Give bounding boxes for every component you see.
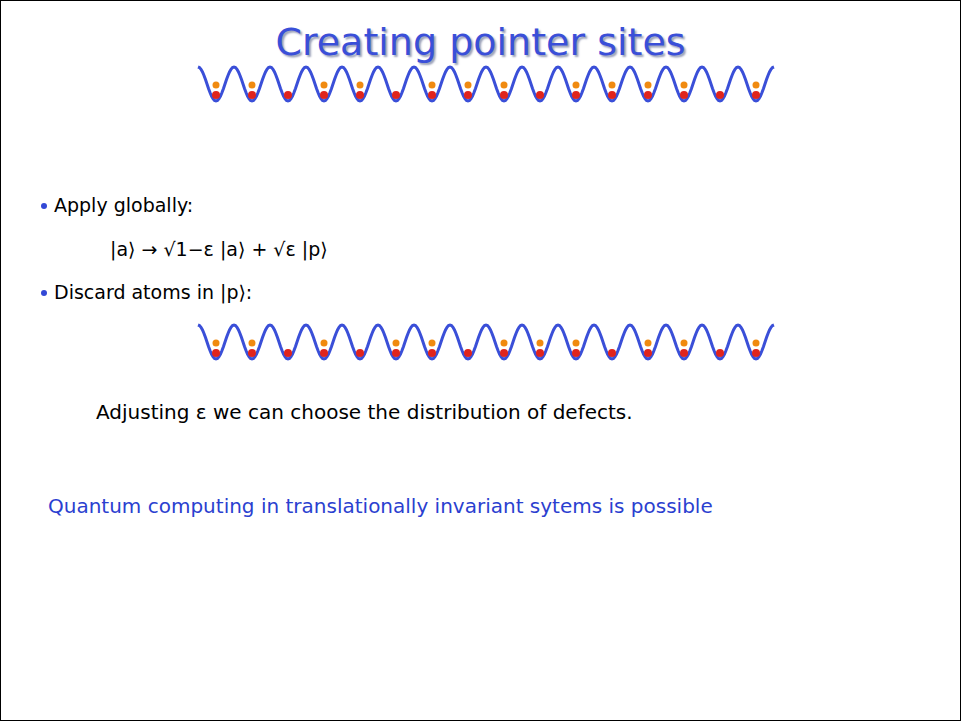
atom-dot: [753, 340, 760, 347]
atom-dot: [248, 91, 256, 99]
atom-dot: [429, 82, 436, 89]
atom-dot: [752, 349, 760, 357]
atom-dot: [572, 91, 580, 99]
atom-dot: [644, 349, 652, 357]
conclusion-text: Quantum computing in translationally inv…: [48, 494, 713, 518]
atom-dot: [681, 340, 688, 347]
atom-dot: [249, 82, 256, 89]
atom-dot: [500, 349, 508, 357]
bullet-text: Apply globally:: [54, 194, 193, 216]
atom-dot: [644, 91, 652, 99]
atom-dot: [464, 91, 472, 99]
atom-dot: [500, 91, 508, 99]
atom-dot: [716, 91, 724, 99]
atom-dot: [428, 349, 436, 357]
atom-dot: [753, 82, 760, 89]
atom-dot: [356, 91, 364, 99]
lattice-potential: [198, 67, 774, 101]
atom-dot: [608, 349, 616, 357]
atom-dot: [536, 91, 544, 99]
atom-dot: [212, 349, 220, 357]
atom-dot: [213, 82, 220, 89]
atom-dot: [321, 340, 328, 347]
atom-dot: [465, 82, 472, 89]
atom-dot: [681, 82, 688, 89]
atom-dot: [608, 91, 616, 99]
atom-dot: [501, 82, 508, 89]
atom-dot: [680, 91, 688, 99]
optical-lattice: [198, 325, 774, 359]
atom-dot: [645, 82, 652, 89]
atom-dot: [645, 340, 652, 347]
atom-dot: [320, 91, 328, 99]
bullet-text: Discard atoms in |p⟩:: [54, 281, 252, 303]
atom-dot: [752, 91, 760, 99]
atom-dot: [212, 91, 220, 99]
atom-dot: [609, 82, 616, 89]
atom-dot: [249, 340, 256, 347]
formula: |a⟩ → √1−ε |a⟩ + √ε |p⟩: [110, 238, 328, 260]
bullet-dot: [41, 290, 47, 296]
slide-title: Creating pointer sites: [275, 20, 685, 64]
bullet-dot: [41, 203, 47, 209]
atom-dot: [357, 82, 364, 89]
atom-dot: [392, 91, 400, 99]
optical-lattice: [198, 67, 774, 101]
atom-dot: [392, 349, 400, 357]
atom-dot: [429, 340, 436, 347]
atom-dot: [573, 340, 580, 347]
lattice-potential: [198, 325, 774, 359]
atom-dot: [536, 349, 544, 357]
atom-dot: [356, 349, 364, 357]
atom-dot: [680, 349, 688, 357]
atom-dot: [537, 340, 544, 347]
note-text: Adjusting ε we can choose the distributi…: [96, 400, 633, 424]
atom-dot: [572, 349, 580, 357]
atom-dot: [573, 82, 580, 89]
atom-dot: [284, 349, 292, 357]
atom-dot: [501, 340, 508, 347]
atom-dot: [213, 340, 220, 347]
atom-dot: [716, 349, 724, 357]
atom-dot: [321, 82, 328, 89]
atom-dot: [284, 91, 292, 99]
atom-dot: [428, 91, 436, 99]
atom-dot: [464, 349, 472, 357]
atom-dot: [320, 349, 328, 357]
atom-dot: [248, 349, 256, 357]
atom-dot: [393, 340, 400, 347]
